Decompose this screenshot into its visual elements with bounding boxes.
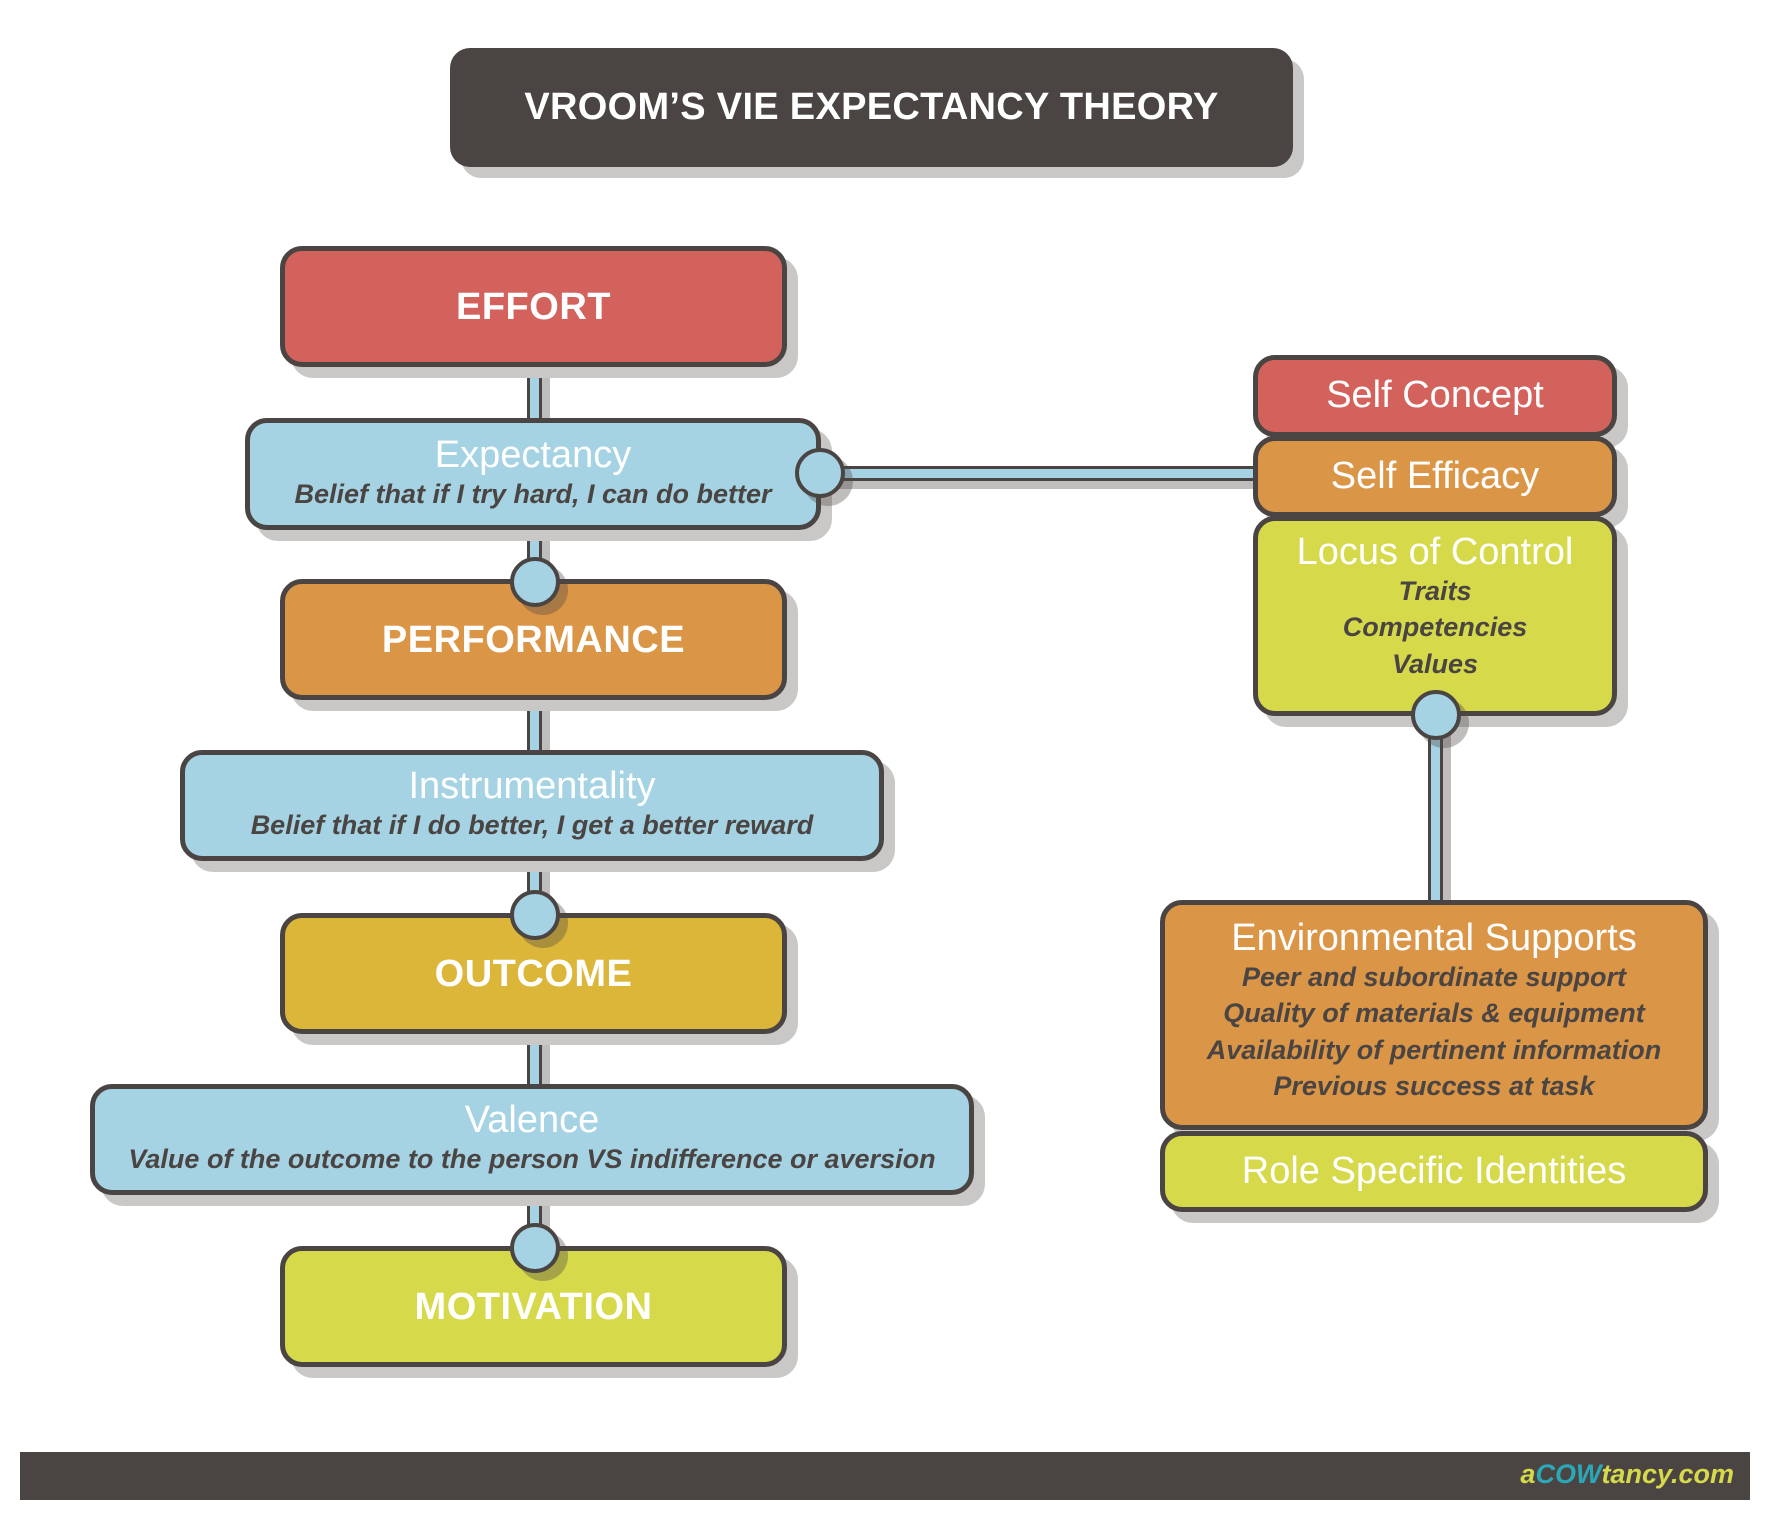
environmental-supports-box: Environmental Supports Peer and subordin… [1160, 900, 1708, 1130]
brand-logo: aCOWtancy.com [1520, 1459, 1734, 1490]
motivation-box: MOTIVATION [280, 1246, 787, 1367]
self-efficacy-box: Self Efficacy [1253, 436, 1617, 517]
self-concept-label: Self Concept [1326, 374, 1544, 417]
locus-item-traits: Traits [1398, 575, 1472, 606]
connector-dot-expectancy-right [795, 448, 845, 498]
diagram-title: VROOM’S VIE EXPECTANCY THEORY [450, 48, 1293, 167]
brand-prefix: a [1520, 1459, 1536, 1489]
instrumentality-heading: Instrumentality [408, 765, 656, 808]
performance-box: PERFORMANCE [280, 579, 787, 700]
valence-description: Value of the outcome to the person VS in… [128, 1144, 936, 1175]
expectancy-heading: Expectancy [434, 433, 632, 476]
performance-label: PERFORMANCE [381, 618, 686, 661]
role-specific-identities-label: Role Specific Identities [1241, 1149, 1627, 1192]
brand-highlight: COW [1535, 1459, 1602, 1489]
expectancy-description: Belief that if I try hard, I can do bett… [294, 478, 772, 509]
effort-box: EFFORT [280, 246, 787, 367]
connector-locus-environmental [1428, 715, 1443, 929]
connector-dot-locus-bottom [1411, 690, 1461, 740]
connector-expectancy-self-efficacy [820, 466, 1278, 481]
env-item-peer-support: Peer and subordinate support [1241, 961, 1627, 992]
connector-dot-outcome-top [510, 890, 560, 940]
locus-of-control-box: Locus of Control Traits Competencies Val… [1253, 516, 1617, 716]
valence-heading: Valence [464, 1099, 600, 1142]
footer-bar: aCOWtancy.com [20, 1452, 1750, 1500]
locus-item-values: Values [1391, 648, 1479, 679]
brand-suffix: tancy.com [1601, 1459, 1734, 1489]
role-specific-identities-box: Role Specific Identities [1160, 1131, 1708, 1212]
locus-of-control-heading: Locus of Control [1296, 531, 1574, 573]
outcome-label: OUTCOME [434, 952, 633, 995]
connector-dot-performance-top [510, 557, 560, 607]
instrumentality-description: Belief that if I do better, I get a bett… [250, 810, 814, 841]
env-item-information: Availability of pertinent information [1206, 1034, 1662, 1065]
effort-label: EFFORT [456, 285, 611, 328]
env-item-materials: Quality of materials & equipment [1223, 998, 1645, 1029]
environmental-supports-heading: Environmental Supports [1231, 917, 1637, 959]
instrumentality-box: Instrumentality Belief that if I do bett… [180, 750, 884, 861]
self-efficacy-label: Self Efficacy [1330, 454, 1540, 497]
env-item-previous-success: Previous success at task [1273, 1071, 1595, 1102]
expectancy-box: Expectancy Belief that if I try hard, I … [245, 418, 821, 530]
valence-box: Valence Value of the outcome to the pers… [90, 1084, 974, 1195]
self-concept-box: Self Concept [1253, 355, 1617, 437]
locus-item-competencies: Competencies [1342, 612, 1528, 643]
motivation-label: MOTIVATION [414, 1285, 653, 1328]
connector-dot-motivation-top [510, 1223, 560, 1273]
diagram-title-text: VROOM’S VIE EXPECTANCY THEORY [524, 86, 1219, 128]
